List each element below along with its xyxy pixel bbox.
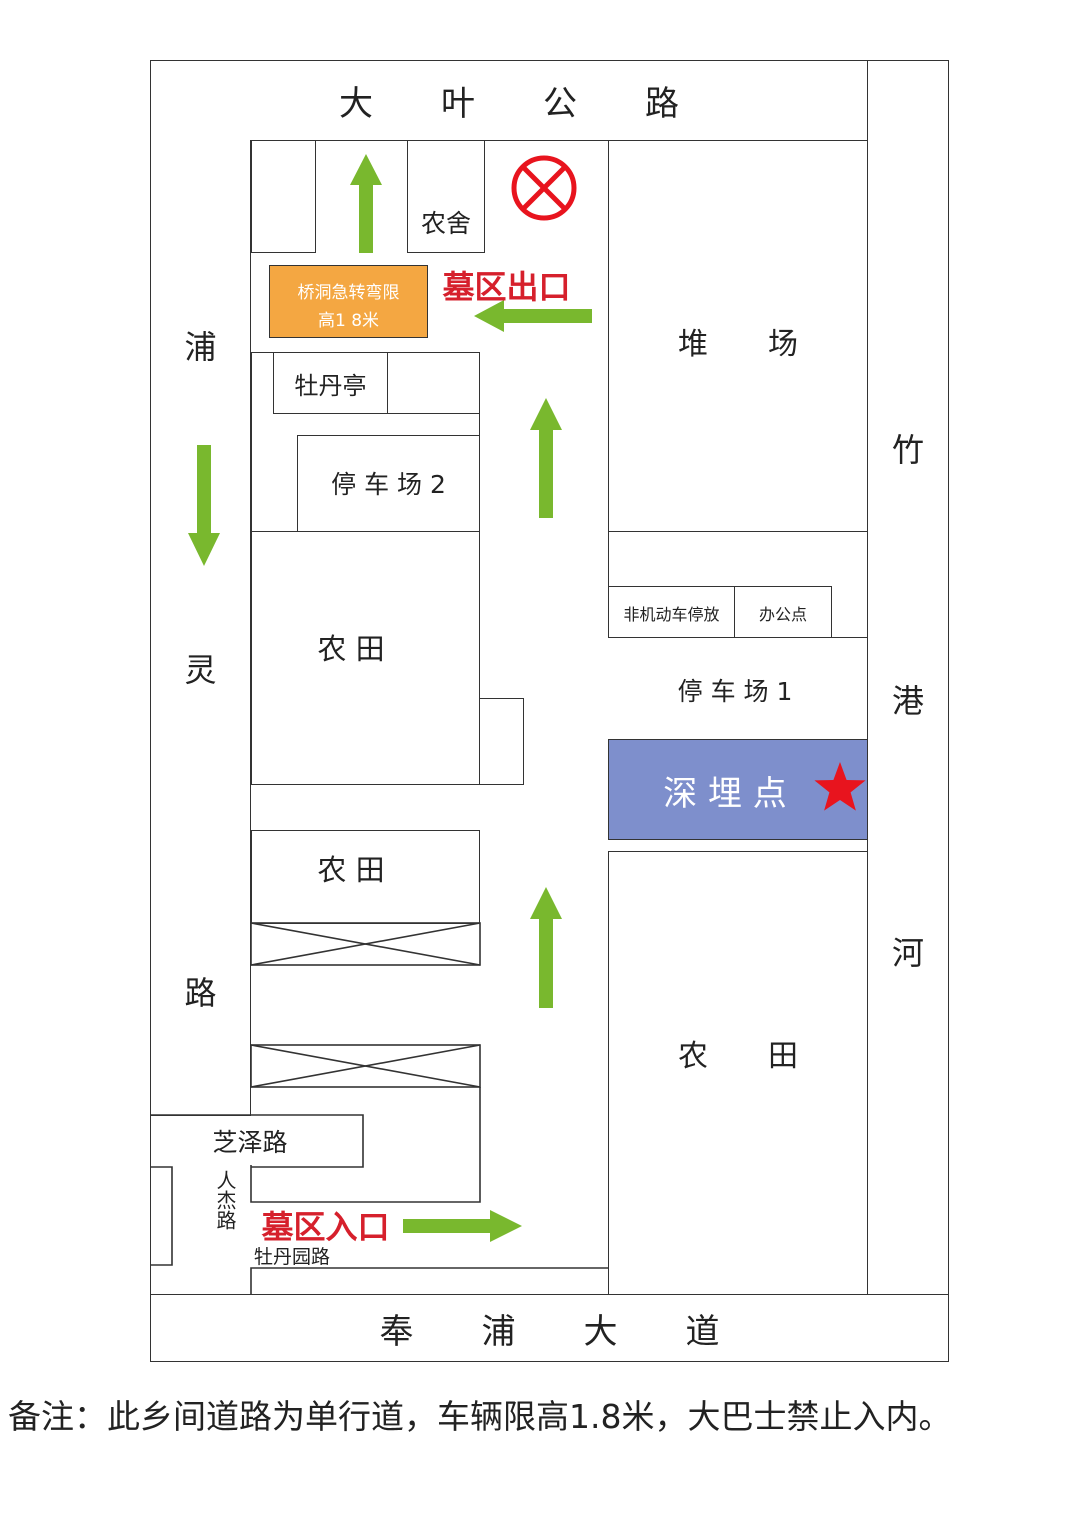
- farm-field-1-label: 农 田: [317, 632, 385, 666]
- south-road-label: 奉 浦 大 道: [379, 1311, 720, 1352]
- lower-left-block: [250, 1087, 481, 1203]
- bridge-warning-line2: 高1 8米: [317, 310, 380, 331]
- north-road: [150, 60, 868, 141]
- east-river-char-2: 港: [891, 682, 924, 720]
- east-river-char-3: 河: [891, 934, 924, 972]
- arrow-down-west: [188, 445, 220, 566]
- west-road-char-3: 路: [184, 974, 217, 1012]
- footnote: 备注：此乡间道路为单行道，车辆限高1.8米，大巴士禁止入内。: [8, 1397, 952, 1436]
- south-road: [150, 1294, 949, 1362]
- farm-field-2-label: 农 田: [317, 853, 385, 887]
- renjie-road-label: 人杰路: [213, 1170, 237, 1230]
- farm-field-3: [608, 851, 868, 1295]
- mudanyuan-road: [250, 1267, 608, 1294]
- office-label: 办公点: [758, 605, 807, 624]
- nongshe-block: [407, 140, 485, 253]
- arrow-left-exit: [474, 300, 592, 332]
- west-road-char-2: 灵: [184, 651, 217, 689]
- parking1-label: 停 车 场 1: [677, 677, 793, 706]
- duichang-block: [608, 140, 868, 532]
- bridge-warning-line1: 桥洞急转弯限: [297, 282, 400, 303]
- west-road-border: [150, 140, 251, 1116]
- arrow-right-entrance: [403, 1210, 522, 1242]
- office-block: [734, 586, 832, 638]
- renjie-road-box: [150, 1166, 173, 1266]
- burial-point-label: 深 埋 点: [663, 773, 787, 814]
- arrow-up-middle-1: [530, 398, 562, 518]
- mudanyuan-road-label: 牡丹园路: [254, 1245, 331, 1268]
- small-annex: [479, 698, 524, 785]
- nongshe-label: 农舍: [420, 209, 471, 238]
- west-road-char-1: 浦: [184, 328, 217, 366]
- bike-parking-block: [608, 586, 735, 638]
- mudanting-label: 牡丹亭: [294, 371, 367, 400]
- crossed-block-1: [250, 922, 481, 966]
- bridge-warning-box: [269, 265, 428, 338]
- top-left-block: [251, 140, 316, 253]
- east-river: [867, 60, 949, 1295]
- farm-field-1: [251, 531, 480, 785]
- bike-parking-label: 非机动车停放: [623, 605, 720, 624]
- parking2-block: [297, 435, 480, 532]
- duichang-label: 堆 场: [678, 327, 798, 362]
- zhize-road: [150, 1114, 364, 1168]
- no-entry-icon: [511, 155, 577, 221]
- mudanting-annex: [387, 352, 480, 414]
- farm-field-3-label: 农 田: [678, 1039, 798, 1074]
- parking2-label: 停 车 场 2: [331, 470, 446, 499]
- cemetery-entrance-label: 墓区入口: [261, 1208, 390, 1246]
- arrow-up-exit: [350, 154, 382, 253]
- arrow-up-middle-2: [530, 887, 562, 1008]
- burial-star-icon: [814, 762, 866, 811]
- zhize-road-label: 芝泽路: [212, 1128, 288, 1157]
- crossed-block-2: [250, 1044, 481, 1088]
- mudanting-block: [273, 352, 388, 414]
- north-road-label: 大 叶 公 路: [339, 84, 679, 124]
- burial-point-block: [608, 739, 868, 840]
- east-river-char-1: 竹: [891, 431, 924, 469]
- cemetery-exit-label: 墓区出口: [442, 268, 571, 306]
